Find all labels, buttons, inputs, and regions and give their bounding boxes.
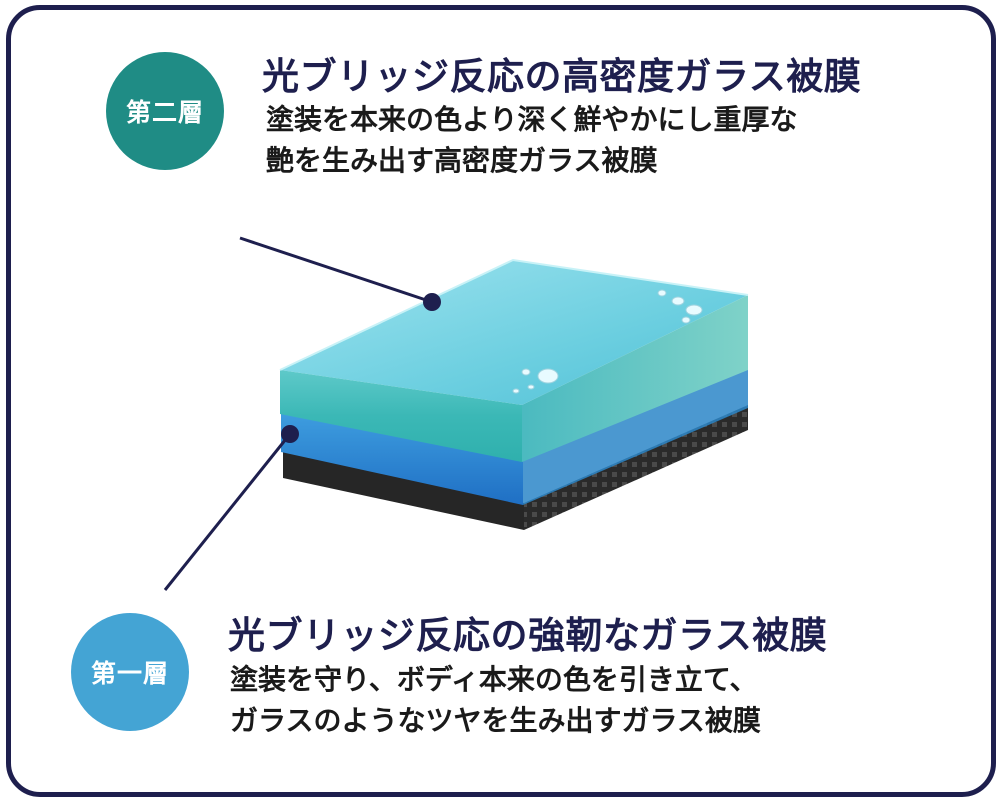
water-droplets — [512, 289, 703, 394]
second-layer-title: 光ブリッジ反応の高密度ガラス被膜 — [262, 55, 862, 98]
leader-line-second — [239, 236, 441, 311]
first-layer-badge: 第一層 — [71, 613, 189, 731]
second-layer-shape — [279, 258, 749, 462]
second-layer-description: 塗装を本来の色より深く鮮やかにし重厚な 艶を生み出す高密度ガラス被膜 — [266, 99, 797, 181]
first-layer-desc-line-2: ガラスのようなツヤを生み出すガラス被膜 — [230, 704, 761, 737]
leader-line-first — [163, 425, 299, 591]
second-layer-desc-line-1: 塗装を本来の色より深く鮮やかにし重厚な — [266, 103, 798, 136]
first-layer-title: 光ブリッジ反応の強靭なガラス被膜 — [228, 614, 828, 657]
first-layer-description: 塗装を守り、ボディ本来の色を引き立て、 ガラスのようなツヤを生み出すガラス被膜 — [230, 659, 761, 741]
first-layer-desc-line-1: 塗装を守り、ボディ本来の色を引き立て、 — [230, 663, 758, 696]
second-layer-badge: 第二層 — [106, 52, 224, 170]
first-layer-shape — [281, 368, 748, 505]
base-layer — [283, 405, 748, 530]
second-layer-desc-line-2: 艶を生み出す高密度ガラス被膜 — [266, 144, 658, 177]
